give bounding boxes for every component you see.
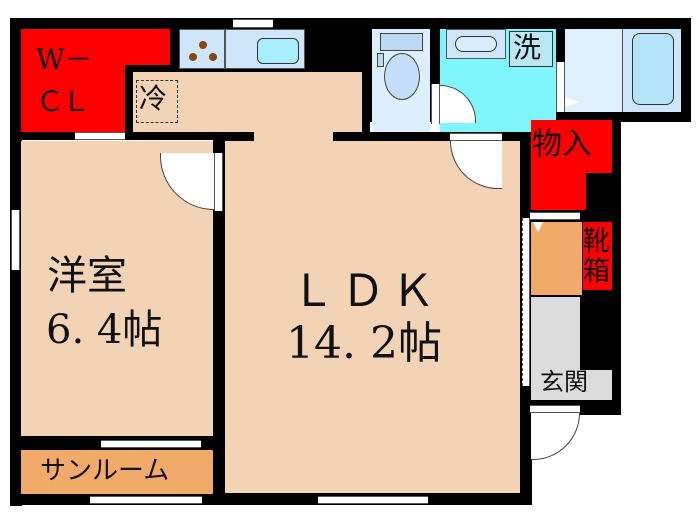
western-room-size: 6. 4帖 <box>46 307 163 353</box>
western-room-window[interactable] <box>11 210 20 270</box>
wash-basin-icon <box>455 36 497 52</box>
closet-door[interactable] <box>75 132 125 140</box>
entrance-label: 玄関 <box>540 368 588 396</box>
ldk <box>225 141 520 493</box>
storage-label: 物入 <box>532 127 592 162</box>
laundry-label: 洗 <box>513 31 542 64</box>
stove-counter <box>179 29 225 69</box>
ldk-size: 14. 2帖 <box>286 318 442 369</box>
storage-lower <box>531 170 586 210</box>
shoe-area <box>531 222 582 295</box>
entrance <box>531 297 580 400</box>
shoe-box <box>583 222 612 290</box>
storage-door[interactable] <box>530 212 580 220</box>
shoe-area-arrow-icon <box>533 222 543 232</box>
wall-western-ldk <box>213 140 225 495</box>
burner-icon-2 <box>189 53 197 61</box>
washroom-door-leaf[interactable] <box>450 133 502 141</box>
shoe-box-label-line2: 箱 <box>583 256 610 287</box>
wcl-label-line2: ＣＬ <box>36 85 90 118</box>
kitchen-window[interactable] <box>233 19 273 28</box>
western-room-label: 洋室 <box>47 253 127 299</box>
refrigerator-space <box>136 80 178 123</box>
bathroom-door-arrow-icon <box>565 97 579 107</box>
western-room-door-leaf[interactable] <box>214 153 223 211</box>
ldk-label: ＬＤＫ <box>291 266 441 317</box>
sunroom-inner-window[interactable] <box>101 440 201 448</box>
walk-in-closet-lower <box>21 60 125 132</box>
wall-ldk-top-right <box>333 132 530 141</box>
wcl-label-line1: W－ <box>36 43 93 76</box>
toilet-tank-icon <box>380 33 423 51</box>
sink-icon <box>257 38 299 64</box>
walk-in-closet-upper <box>21 29 170 65</box>
bathtub-icon <box>632 33 674 105</box>
shoe-box-label-line1: 靴 <box>583 226 610 257</box>
laundry-space <box>509 31 553 67</box>
toilet-paper-icon <box>377 53 384 67</box>
ldk-window[interactable] <box>318 496 428 504</box>
burner-icon-3 <box>209 53 217 61</box>
refrigerator-label: 冷 <box>139 82 168 115</box>
entrance-door-leaf[interactable] <box>530 405 580 413</box>
sunroom-label: サンルーム <box>40 456 170 486</box>
sunroom-outer-window[interactable] <box>90 496 202 504</box>
burner-icon-1 <box>199 41 207 49</box>
sunroom <box>21 450 213 494</box>
toilet-door-leaf[interactable] <box>431 84 440 124</box>
toilet-bowl-icon <box>384 53 420 100</box>
entrance-door-swing[interactable] <box>531 413 580 460</box>
entrance-step <box>580 370 612 400</box>
wall-ldk-top-left <box>213 132 254 141</box>
ldk-entrance-sliding-door[interactable] <box>522 218 530 386</box>
outer-wall-bottom <box>10 493 532 505</box>
hallway-opening-to-ldk <box>254 125 334 145</box>
storage-upper <box>531 120 612 173</box>
bathroom-door[interactable] <box>556 62 565 112</box>
